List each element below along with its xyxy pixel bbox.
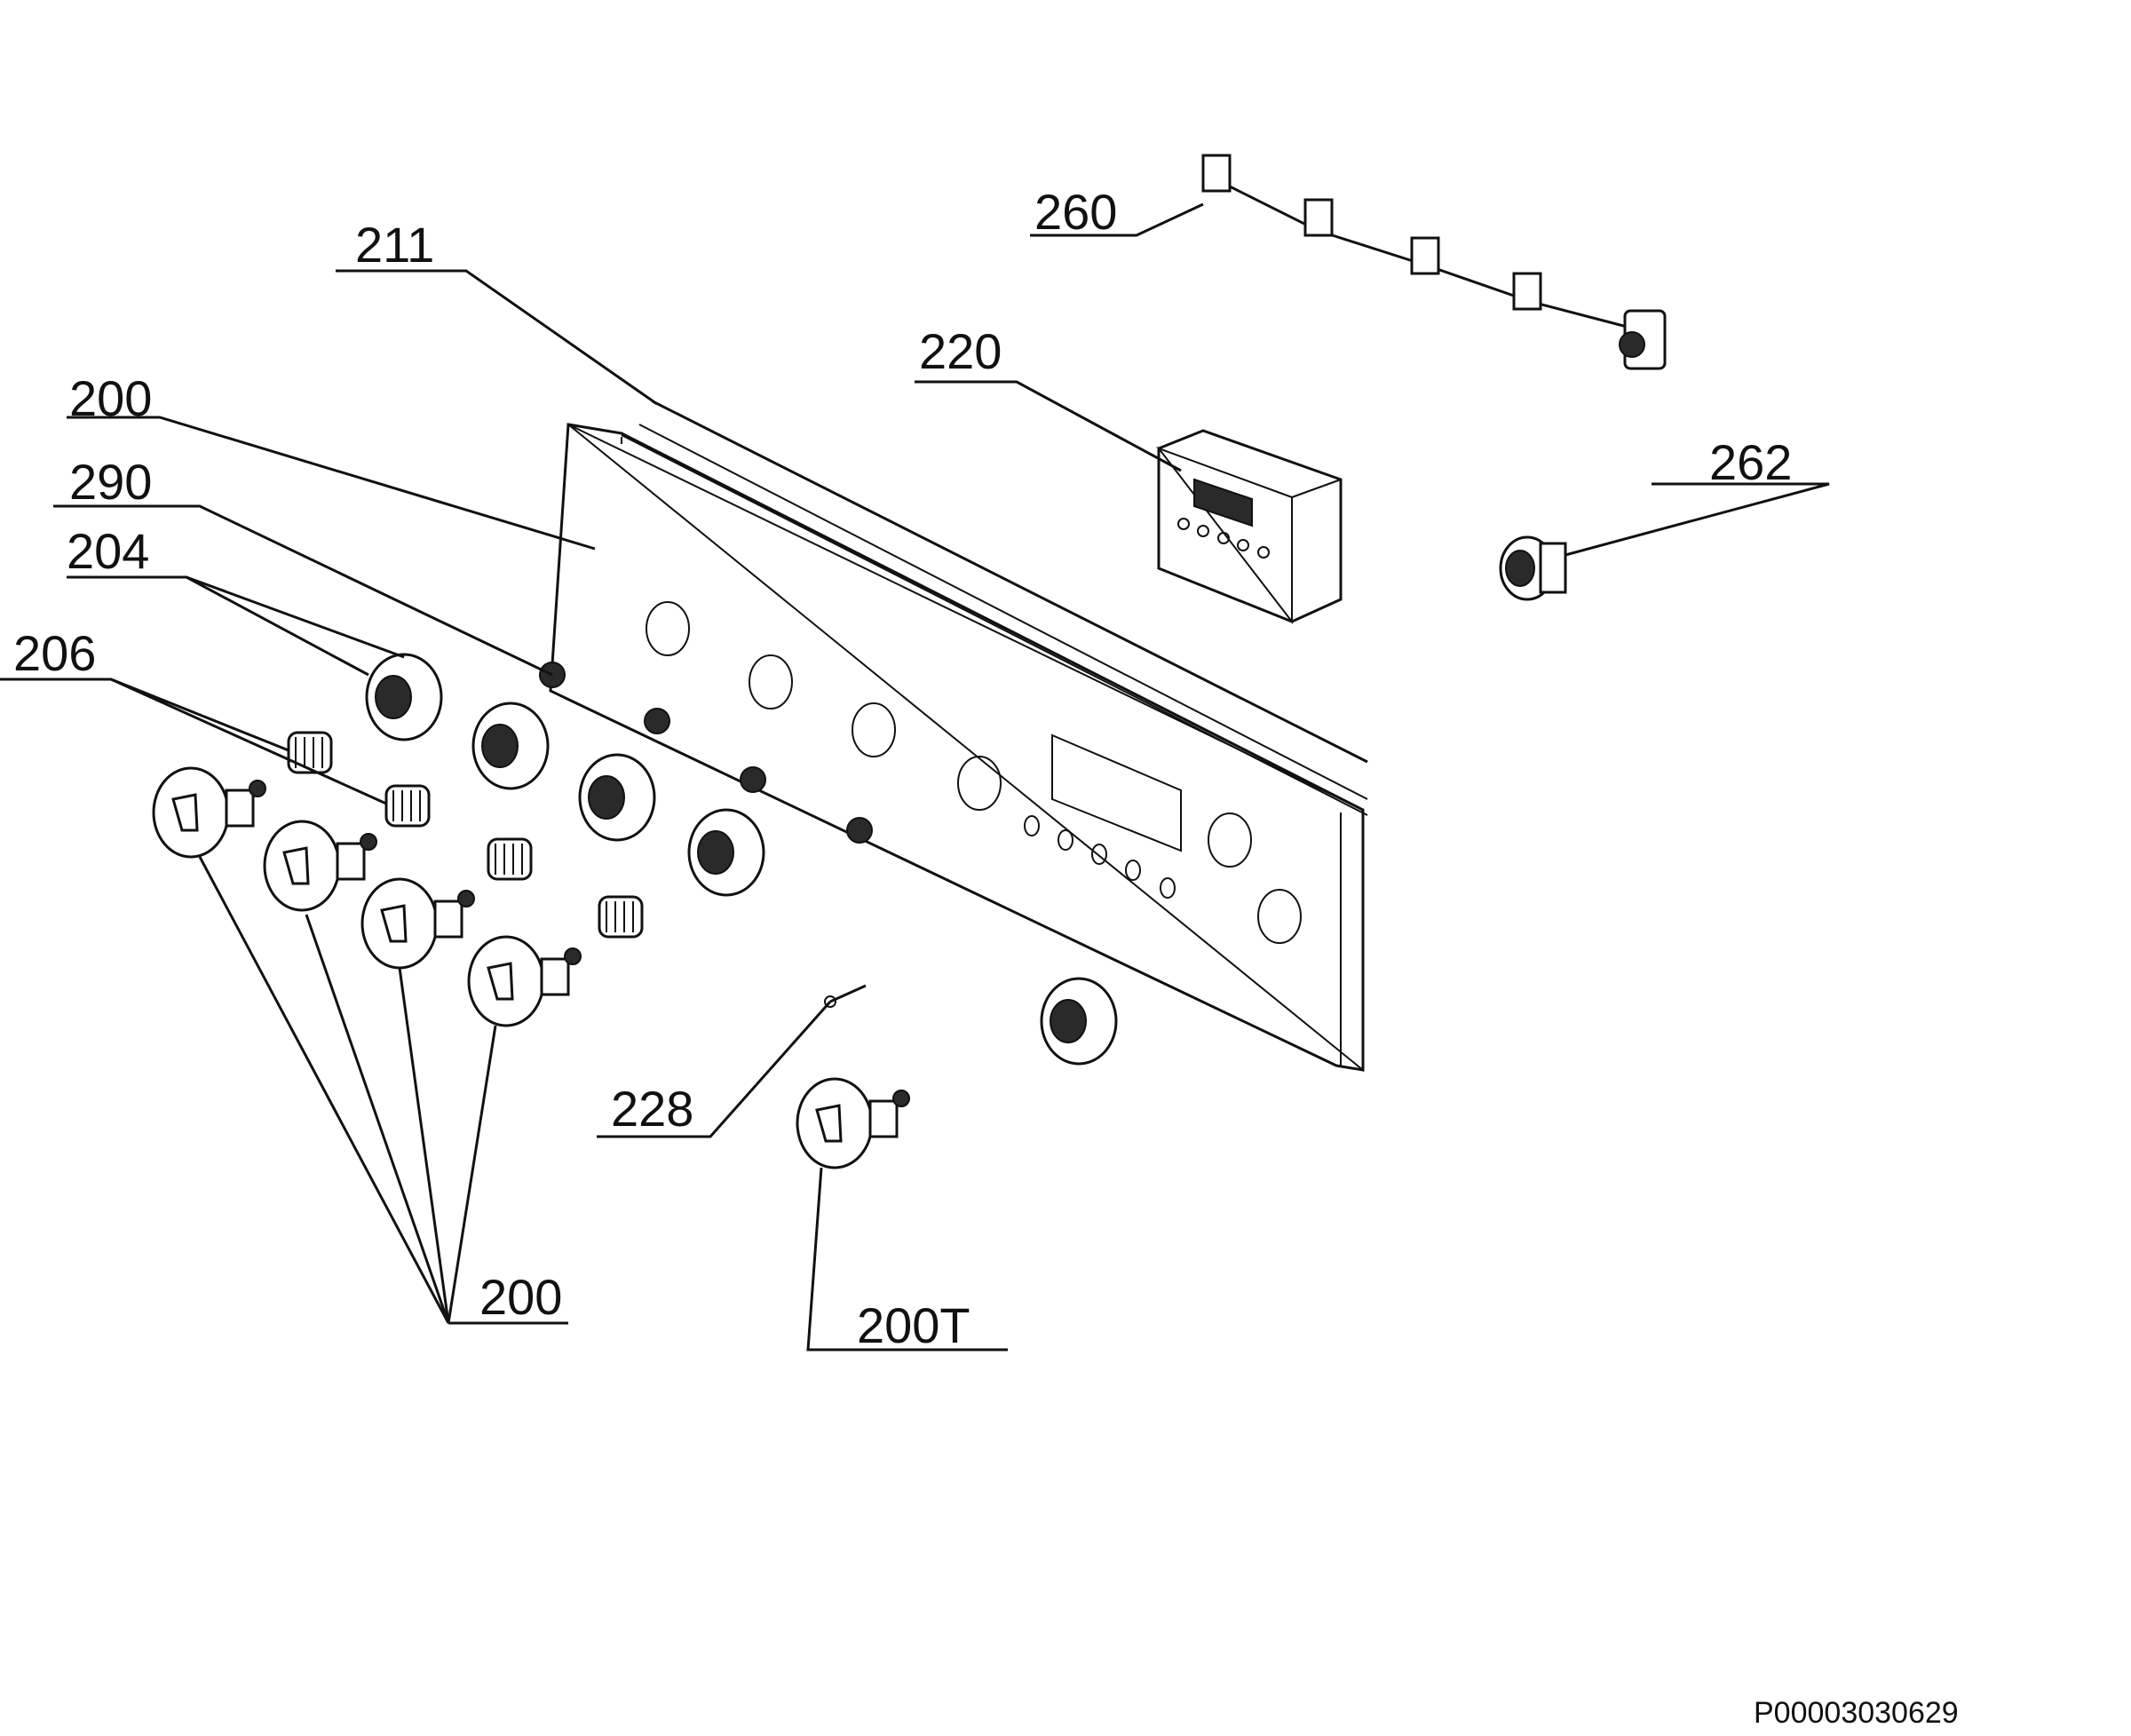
bezel bbox=[365, 653, 443, 741]
knobs bbox=[152, 766, 910, 1169]
spring bbox=[487, 837, 533, 881]
bezel bbox=[471, 702, 550, 790]
timer-module bbox=[1156, 429, 1343, 624]
callout-206: 206 bbox=[13, 625, 96, 681]
indicator-lamp bbox=[1499, 535, 1567, 601]
knob bbox=[263, 820, 377, 912]
knob bbox=[467, 935, 582, 1027]
spring bbox=[287, 731, 333, 774]
callout-211: 211 bbox=[355, 217, 434, 273]
spring bbox=[598, 895, 644, 939]
bezels bbox=[365, 653, 1118, 1066]
bezel bbox=[578, 753, 656, 842]
callout-290: 290 bbox=[69, 454, 152, 510]
callout-204: 204 bbox=[67, 523, 149, 579]
springs bbox=[287, 731, 644, 939]
callout-228: 228 bbox=[611, 1081, 693, 1137]
callout-200-knobs: 200 bbox=[479, 1269, 562, 1325]
pin bbox=[824, 984, 867, 1008]
document-id: P00003030629 bbox=[1754, 1696, 1959, 1730]
callout-260: 260 bbox=[1034, 184, 1117, 240]
callout-200-panel: 200 bbox=[69, 370, 152, 426]
timer-knob bbox=[796, 1077, 910, 1169]
spring bbox=[384, 784, 431, 828]
leader-lines bbox=[0, 202, 1830, 1352]
callout-200t: 200T bbox=[857, 1297, 970, 1353]
knob bbox=[152, 766, 266, 859]
callout-220: 220 bbox=[919, 323, 1002, 379]
bezel bbox=[687, 808, 765, 897]
knob bbox=[360, 877, 475, 970]
callout-262: 262 bbox=[1709, 434, 1792, 490]
control-panel bbox=[549, 400, 1368, 1073]
ignition-switch-harness bbox=[1201, 154, 1667, 370]
bezel bbox=[1040, 977, 1118, 1066]
